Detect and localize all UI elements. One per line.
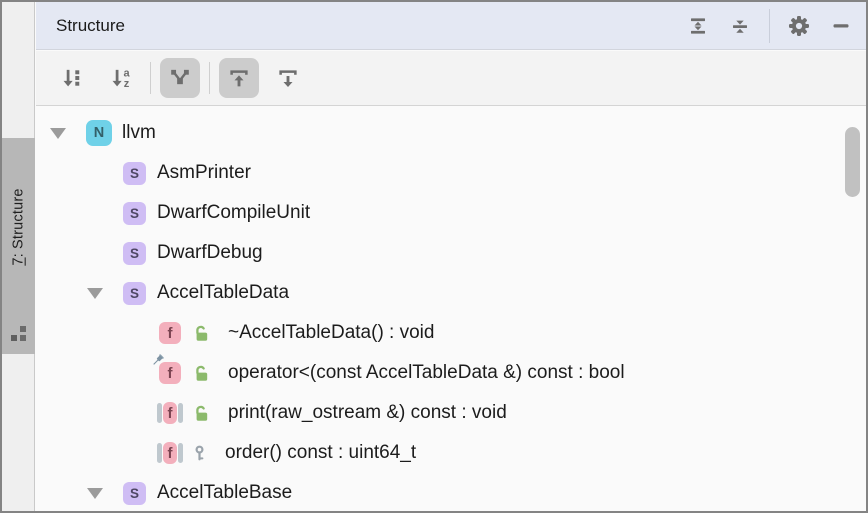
tab-mnemonic: 7 [10,257,27,266]
tree-row[interactable]: f print(raw_ostream &) const : void [37,393,866,433]
tree-row[interactable]: f order() const : uint64_t [37,433,866,473]
tree-item-label: DwarfCompileUnit [157,202,311,223]
tree-row[interactable]: f operator<(const AccelTableData &) const… [37,353,866,393]
gear-icon [789,15,809,36]
toolbar-button-sort-alphabetically[interactable]: a z [101,58,141,98]
virtual-function-icon: f [157,401,183,425]
virtual-function-icon: f [157,441,183,465]
toolbar-button-sort-by-type[interactable] [52,58,92,98]
toolbar-button-autoscroll-to-source[interactable] [219,58,259,98]
tree-row[interactable]: S AsmPrinter [37,153,866,193]
autoscroll-to-source-icon [230,70,248,87]
toolbar-button-autoscroll-from-source[interactable] [268,58,308,98]
public-lock-open-icon [196,405,208,421]
tab-label-rest: : Structure [10,188,27,258]
stripe-tab-structure[interactable]: 7: Structure [2,138,35,354]
sort-by-type-icon [63,69,80,87]
svg-text:a: a [123,67,130,79]
stripe-tab-label: 7: Structure [2,138,35,316]
tree-item-label: AccelTableData [157,282,290,303]
autoscroll-from-source-icon [279,70,297,88]
header-actions [685,8,854,43]
hide-button[interactable] [828,13,854,39]
struct-icon: S [123,481,146,505]
function-icon: f [153,354,183,385]
tree-item-label: order() const : uint64_t [225,442,417,463]
expanded-chevron-icon[interactable] [87,487,123,499]
struct-icon: S [123,201,146,225]
expand-all-button[interactable] [685,13,711,39]
tree-row[interactable]: S DwarfDebug [37,233,866,273]
collapse-all-button[interactable] [727,13,753,39]
tree-item-label: DwarfDebug [157,242,263,263]
svg-text:z: z [124,78,130,89]
expanded-chevron-icon[interactable] [87,287,123,299]
toolbar-separator [209,62,210,94]
namespace-icon: N [86,120,112,146]
struct-icon: S [123,161,146,185]
struct-icon: S [123,281,146,305]
tool-window-header: Structure [36,2,866,50]
tree-item-label: operator<(const AccelTableData &) const … [228,362,625,383]
structure-toolbar: a z [36,51,866,106]
public-lock-open-icon [196,325,208,341]
tree-item-label: print(raw_ostream &) const : void [228,402,507,423]
settings-button[interactable] [786,13,812,39]
sort-alphabetically-icon: a z [112,67,130,89]
tree-item-label: llvm [122,122,156,143]
header-separator [769,8,770,43]
pin-icon [153,354,164,365]
page-title: Structure [56,15,125,35]
vertical-scrollbar-thumb[interactable] [845,127,860,197]
tree-row[interactable]: S DwarfCompileUnit [37,193,866,233]
toolbar-separator [150,62,151,94]
tree-row[interactable]: f ~AccelTableData() : void [37,313,866,353]
tree-item-label: AccelTableBase [157,482,293,503]
tree-row[interactable]: S AccelTableBase [37,473,866,511]
function-icon: f [157,321,183,345]
structure-toolwindow-icon [11,326,26,341]
tree-item-label: ~AccelTableData() : void [228,322,435,343]
struct-icon: S [123,241,146,265]
toolbar-button-filter-members[interactable] [160,58,200,98]
expand-all-icon [691,17,705,34]
tool-window-stripe: 7: Structure [2,2,35,511]
filter-members-icon [171,69,189,85]
minimize-icon [833,23,849,27]
tree-item-label: AsmPrinter [157,162,251,183]
public-lock-open-icon [196,365,208,381]
expanded-chevron-icon[interactable] [50,127,86,139]
collapse-all-icon [733,20,747,33]
protected-key-icon [195,445,204,460]
tree-row[interactable]: S AccelTableData [37,273,866,313]
